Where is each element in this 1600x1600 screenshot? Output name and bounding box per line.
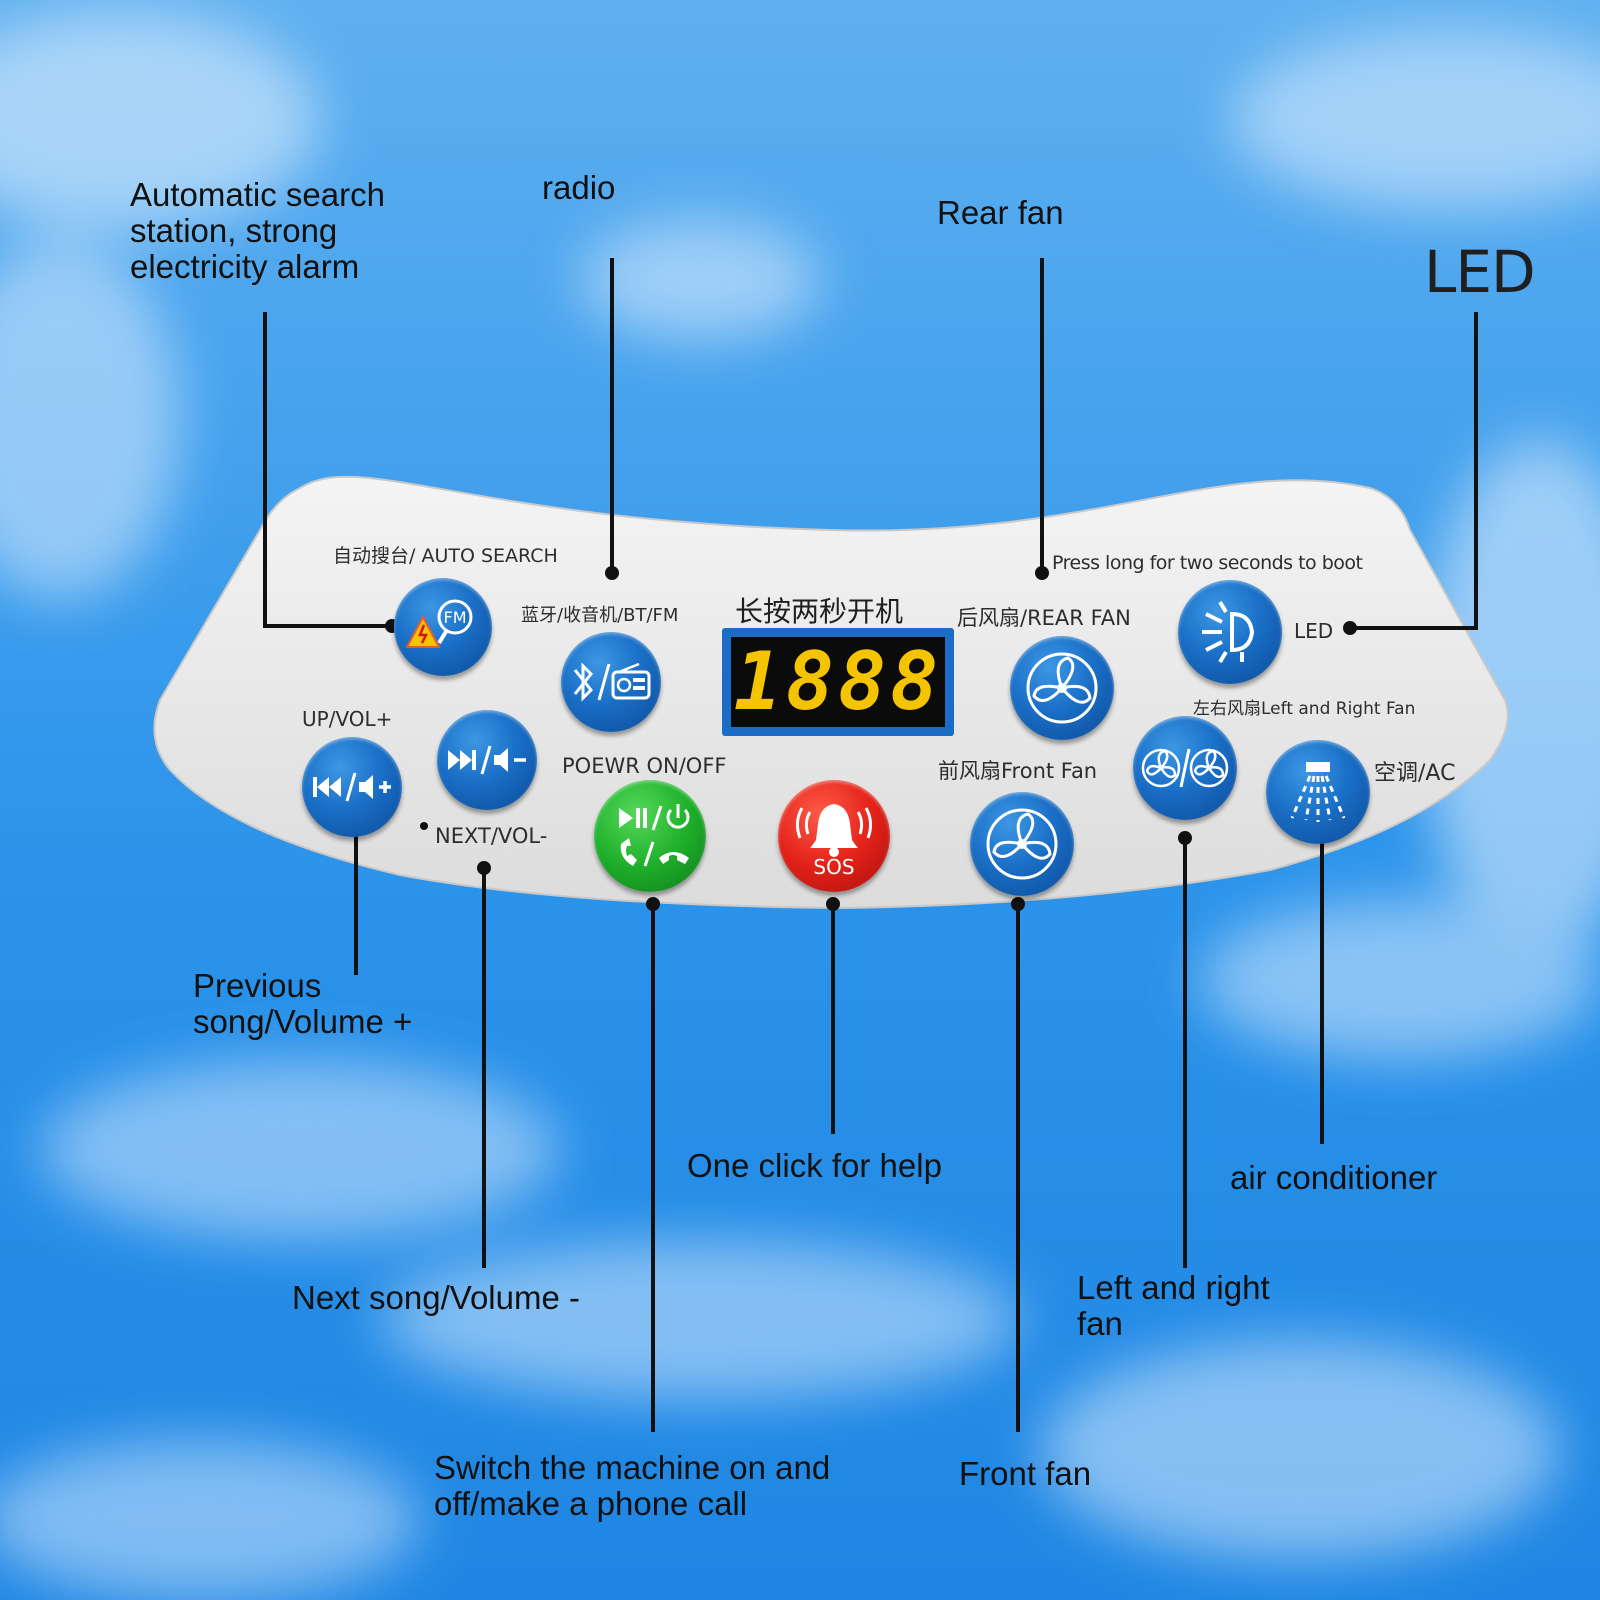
sos-text: SOS bbox=[813, 855, 854, 879]
power-button[interactable] bbox=[594, 780, 706, 892]
up-vol-button[interactable] bbox=[302, 737, 402, 837]
callout-previous-song: Previous song/Volume + bbox=[193, 967, 413, 1040]
fan-icon bbox=[986, 808, 1058, 880]
sos-button[interactable]: SOS bbox=[778, 780, 890, 892]
fm-search-icon: FM bbox=[405, 599, 473, 648]
label-boot-cn: 长按两秒开机 bbox=[735, 595, 904, 628]
callout-auto-search: Automatic search station, strong electri… bbox=[130, 176, 385, 285]
callout-left-right-fan: Left and right fan bbox=[1077, 1269, 1270, 1342]
display-digits: 1888 bbox=[733, 635, 943, 728]
label-auto-search: 自动搜台/ AUTO SEARCH bbox=[333, 545, 558, 567]
front-fan-button[interactable] bbox=[970, 792, 1074, 896]
label-bt-fm: 蓝牙/收音机/BT/FM bbox=[521, 605, 679, 626]
label-up-vol: UP/VOL+ bbox=[302, 707, 393, 731]
alarm-bell-icon: SOS bbox=[795, 804, 873, 879]
label-front-fan: 前风扇Front Fan bbox=[938, 759, 1098, 783]
fan-icon bbox=[1026, 652, 1098, 724]
bluetooth-radio-icon bbox=[573, 662, 651, 702]
next-vol-button[interactable] bbox=[437, 710, 537, 810]
dual-fan-icon bbox=[1141, 748, 1229, 788]
led-display: 1888 bbox=[722, 628, 954, 736]
callout-air-conditioner: air conditioner bbox=[1230, 1159, 1438, 1196]
next-volume-down-icon bbox=[448, 745, 526, 775]
leader-auto-search bbox=[263, 312, 392, 628]
label-press-long: Press long for two seconds to boot bbox=[1052, 552, 1363, 574]
callout-power: Switch the machine on and off/make a pho… bbox=[434, 1449, 831, 1522]
led-button[interactable] bbox=[1178, 580, 1282, 684]
label-left-right-fan: 左右风扇Left and Right Fan bbox=[1193, 699, 1416, 719]
auto-search-button[interactable]: FM bbox=[394, 578, 492, 676]
air-conditioner-icon bbox=[1290, 762, 1346, 822]
leader-led bbox=[1350, 312, 1478, 630]
label-ac: 空调/AC bbox=[1374, 761, 1456, 786]
label-rear-fan: 后风扇/REAR FAN bbox=[957, 606, 1131, 630]
left-right-fan-button[interactable] bbox=[1133, 716, 1237, 820]
previous-volume-up-icon bbox=[313, 772, 391, 802]
callout-next-song: Next song/Volume - bbox=[292, 1279, 580, 1316]
ac-button[interactable] bbox=[1266, 740, 1370, 844]
callout-sos: One click for help bbox=[687, 1147, 942, 1184]
callout-rear-fan: Rear fan bbox=[937, 194, 1064, 231]
fm-badge: FM bbox=[443, 608, 466, 627]
light-icon bbox=[1202, 600, 1255, 664]
bt-radio-button[interactable] bbox=[561, 632, 661, 732]
callout-led: LED bbox=[1424, 238, 1536, 306]
leader-lines bbox=[263, 258, 1478, 1432]
callout-radio: radio bbox=[542, 169, 616, 206]
label-next-vol: NEXT/VOL- bbox=[435, 824, 548, 848]
callout-front-fan: Front fan bbox=[959, 1455, 1092, 1492]
play-pause-power-phone-icon bbox=[619, 804, 690, 867]
label-power: POEWR ON/OFF bbox=[562, 754, 727, 778]
label-led: LED bbox=[1294, 619, 1334, 643]
rear-fan-button[interactable] bbox=[1010, 636, 1114, 740]
